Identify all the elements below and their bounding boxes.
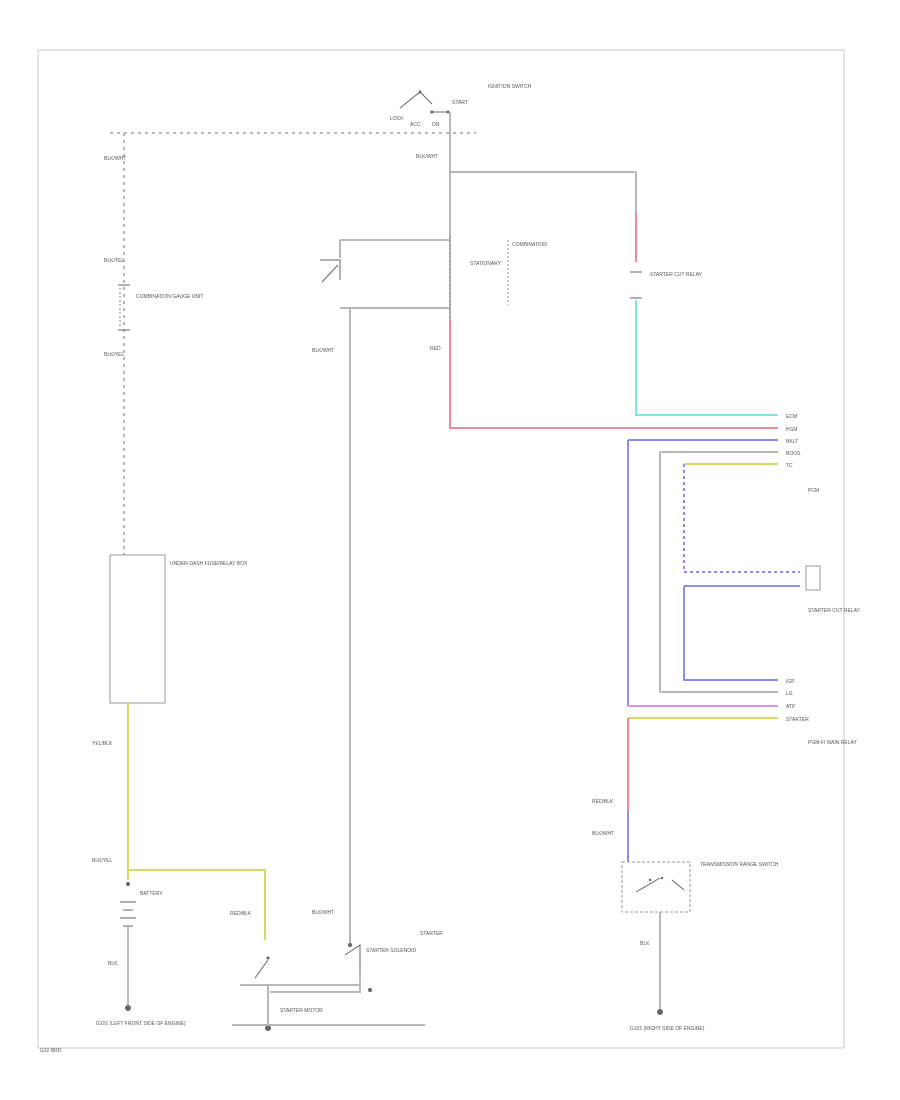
wire-red: [449, 320, 778, 429]
left-fuse-label: COMBINATION GAUGE UNIT: [136, 294, 203, 300]
conn-4: TC: [786, 463, 793, 469]
battery: BATTERY BLK G101 (LEFT FRONT SIDE OF ENG…: [96, 882, 186, 1027]
wire-label-w4: BLK/YEL: [104, 352, 125, 358]
conn-b2: ATP: [786, 704, 796, 710]
under-dash-fuse-box: [109, 554, 166, 704]
starter-cut-relay-box: [805, 565, 821, 591]
conn-1: PGM: [786, 427, 797, 433]
right-label-mid: STARTER CUT RELAY: [808, 608, 861, 614]
fuse-box-label: UNDER-DASH FUSE/RELAY BOX: [170, 561, 248, 567]
conn-b1: LG: [786, 691, 793, 697]
relay-box-label: COMBINATION: [512, 242, 547, 248]
cyan-relay-label: STARTER CUT RELAY: [650, 272, 703, 278]
diagram-frame: [37, 49, 845, 1049]
footer-tag: G10 BRD: [40, 1048, 62, 1054]
wire-label-w7: YEL/BLK: [92, 741, 113, 747]
wire-label-w1: BLK/WHT: [416, 154, 438, 160]
battery-label: BATTERY: [140, 891, 163, 897]
stationary-relay: BLK/WHT: [312, 239, 450, 354]
starter-note: STARTER: [420, 931, 443, 937]
ground-left-label: G101 (LEFT FRONT SIDE OF ENGINE): [96, 1021, 186, 1027]
wire-label-w9: BLK/YEL: [92, 858, 113, 864]
wire-label-w2: BLK/WHT: [104, 156, 126, 162]
ign-pos-start: START: [452, 100, 468, 106]
starter-motor-label: STARTER MOTOR: [280, 1008, 323, 1014]
left-fuse: COMBINATION GAUGE UNIT BLK/YEL BLK/YEL: [104, 258, 203, 358]
right-label-lower: PGM-FI MAIN RELAY: [808, 740, 857, 746]
ign-pos-lock: LOCK: [390, 116, 404, 122]
cyan-relay: STARTER CUT RELAY: [630, 271, 703, 299]
starter-solenoid: STARTER SOLENOID BLK/WHT STARTER: [270, 308, 443, 993]
wire-label-w6: RED: [430, 346, 441, 352]
relay-box: STATIONARY COMBINATION: [449, 236, 547, 320]
right-connectors-bottom: IGP LG ATP STARTER PGM-FI MAIN RELAY: [786, 679, 857, 746]
conn-3: BOOS: [786, 451, 801, 457]
wire-label-w8: BLK/WHT: [312, 910, 334, 916]
tcm-label: TRANSMISSION RANGE SWITCH: [700, 862, 779, 868]
right-connectors: ECM PGM BKLT BOOS TC PCM: [786, 414, 819, 494]
starter-switch: RED/BLK: [230, 911, 360, 1031]
wire-label-w3: BLK/YEL: [104, 258, 125, 264]
conn-0: ECM: [786, 414, 797, 420]
mirror-relay-label: STATIONARY: [470, 261, 502, 267]
ign-pos-acc: ACC: [410, 122, 421, 128]
wire-label-w11: BLK: [108, 961, 118, 967]
wire-label-w5: BLK/WHT: [312, 348, 334, 354]
wire-label-w10b: RED/BLK: [592, 799, 614, 805]
wire-label-w1b: BLK/WHT: [592, 831, 614, 837]
conn-b3: STARTER: [786, 717, 809, 723]
starter-label: STARTER SOLENOID: [366, 948, 416, 954]
conn-2: BKLT: [786, 439, 798, 445]
ignition-switch-label: IGNITION SWITCH: [488, 84, 532, 90]
wire-label-w12: BLK: [640, 941, 650, 947]
conn-b0: IGP: [786, 679, 795, 685]
ground-right-label: G101 (RIGHT SIDE OF ENGINE): [630, 1026, 705, 1032]
right-label-upper: PCM: [808, 488, 819, 494]
ignition-switch: IGNITION SWITCH LOCK ACC ON START: [390, 84, 532, 128]
transmission-range-switch: TRANSMISSION RANGE SWITCH BLK G101 (RIGH…: [621, 861, 779, 1032]
wire-label-w10: RED/BLK: [230, 911, 252, 917]
ign-pos-on: ON: [432, 122, 440, 128]
